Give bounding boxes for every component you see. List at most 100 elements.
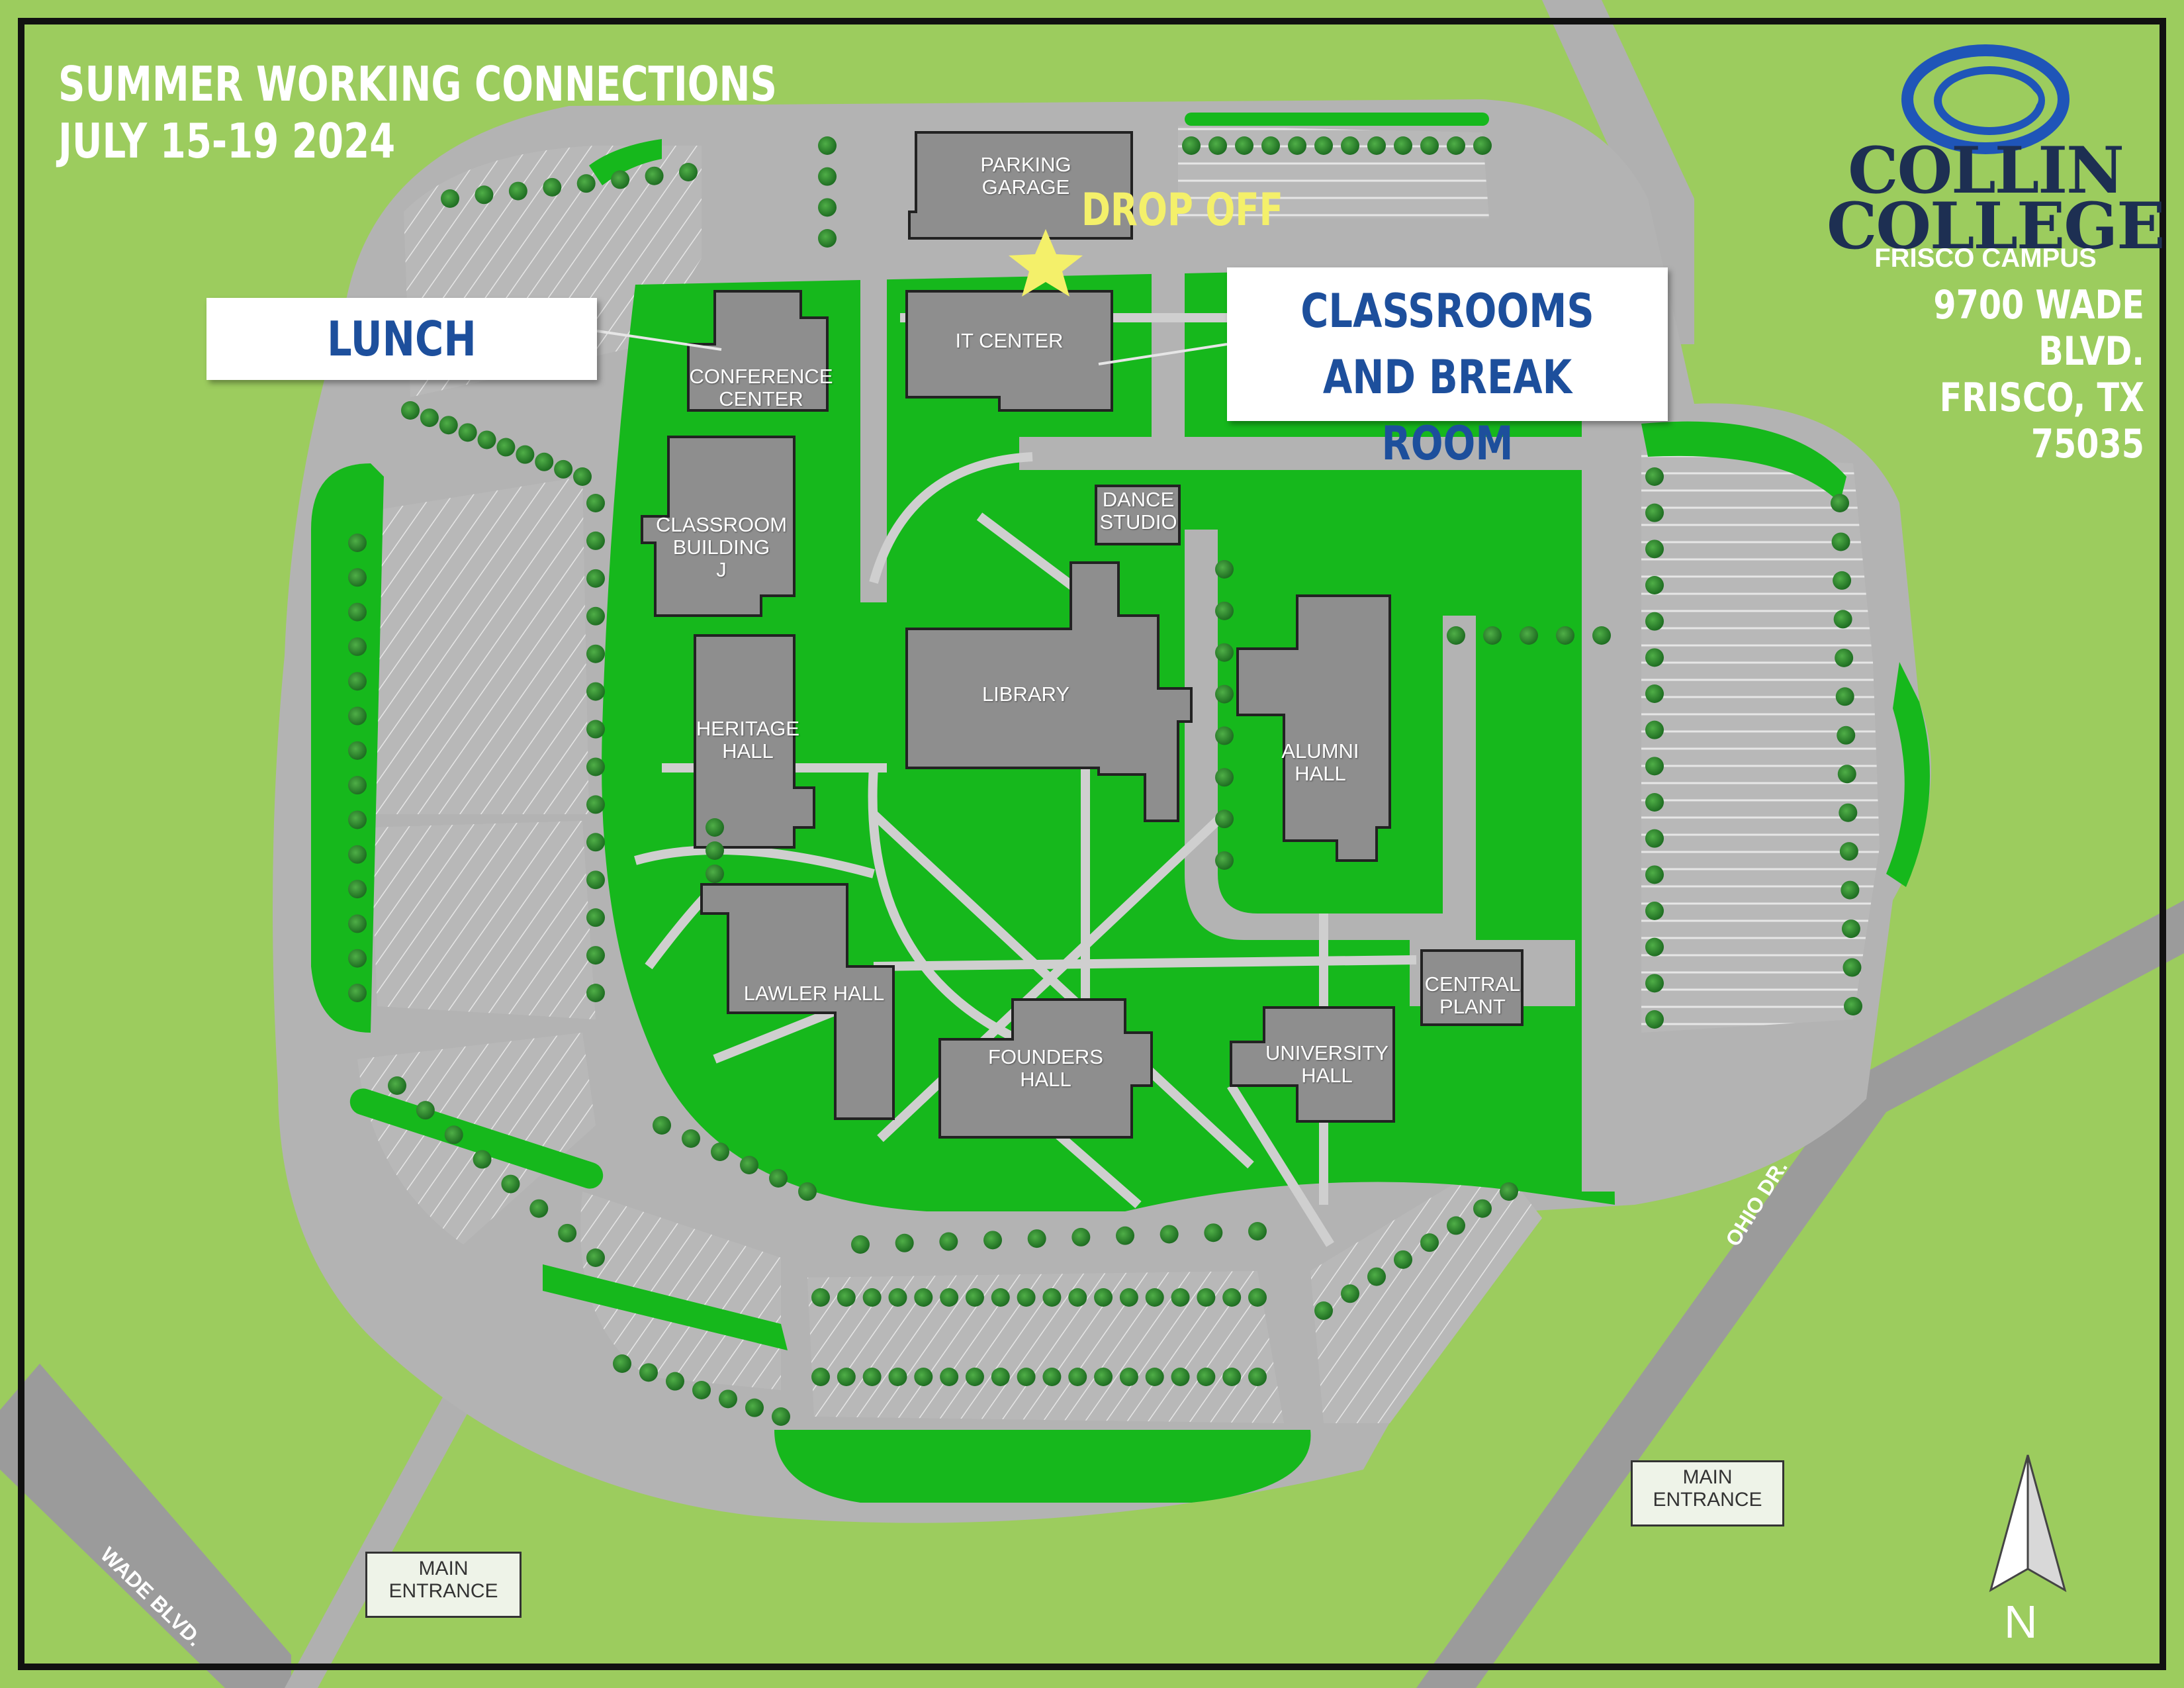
west-main-entrance-label: MAIN ENTRANCE <box>365 1552 522 1618</box>
north-label: N <box>2004 1596 2038 1648</box>
tree <box>1094 1288 1113 1307</box>
tree <box>1017 1368 1036 1386</box>
tree <box>1215 643 1234 662</box>
tree <box>719 1389 737 1409</box>
tree <box>1831 494 1849 512</box>
tree <box>1314 1301 1333 1320</box>
tree <box>348 810 367 829</box>
tree <box>1833 610 1852 629</box>
tree <box>1042 1288 1062 1307</box>
parking-garage-shape <box>908 131 1133 240</box>
tree <box>1314 136 1333 155</box>
tree <box>1160 1225 1179 1244</box>
tree <box>1215 726 1234 745</box>
callout-pointers <box>596 330 1228 365</box>
lawler-hall-shape <box>700 883 895 1120</box>
map-frame <box>18 18 2166 1670</box>
tree <box>1248 1288 1267 1307</box>
tree <box>939 1232 958 1251</box>
college-name: COLLIN COLLEGE <box>1827 133 2165 263</box>
tree <box>1215 768 1234 787</box>
tree <box>888 1368 907 1386</box>
tree <box>1215 684 1234 704</box>
tree <box>1367 1267 1386 1286</box>
buildings <box>641 131 1524 1139</box>
dance-studio-shape <box>1095 485 1181 545</box>
tree <box>740 1156 758 1174</box>
tree <box>348 534 367 552</box>
tree <box>914 1368 933 1386</box>
tree <box>1645 902 1664 920</box>
tree <box>818 136 837 155</box>
tree <box>679 163 698 181</box>
tree <box>1197 1368 1216 1386</box>
tree <box>645 166 664 185</box>
tree <box>611 170 630 189</box>
tree <box>653 1116 671 1135</box>
tree <box>1261 136 1280 155</box>
tree <box>348 880 367 899</box>
tree <box>1248 1222 1267 1241</box>
tree <box>416 1101 435 1120</box>
tree <box>613 1354 631 1373</box>
tree <box>1645 793 1664 812</box>
tree <box>1520 626 1538 645</box>
label-dance-studio: DANCE STUDIO <box>1099 488 1177 534</box>
tree <box>496 438 516 457</box>
tree <box>1841 880 1860 900</box>
tree <box>586 870 605 890</box>
tree <box>1835 687 1854 706</box>
tree <box>439 416 458 435</box>
tree <box>543 177 562 197</box>
tree <box>586 606 605 626</box>
tree <box>1215 851 1234 870</box>
tree <box>1341 1284 1359 1303</box>
tree <box>586 1248 605 1267</box>
tree <box>1645 937 1664 957</box>
tree <box>501 1174 520 1194</box>
tree <box>837 1368 856 1386</box>
east-main-entrance-label: MAIN ENTRANCE <box>1631 1460 1784 1526</box>
tree <box>1645 865 1664 884</box>
tree <box>1645 720 1664 739</box>
tree <box>348 637 367 656</box>
tree <box>535 452 554 471</box>
tree <box>991 1368 1010 1386</box>
tree <box>798 1182 817 1201</box>
tree <box>895 1233 914 1252</box>
campus-name: FRISCO CAMPUS <box>1874 244 2097 273</box>
tree <box>940 1368 959 1386</box>
tree <box>1215 601 1234 620</box>
tree <box>441 189 459 208</box>
tree <box>1833 571 1852 590</box>
tree <box>1094 1368 1113 1386</box>
trees <box>348 136 1862 1426</box>
tree <box>1447 1216 1465 1235</box>
tree <box>348 568 367 587</box>
tree <box>1119 1368 1138 1386</box>
drop-off-label: DROP OFF <box>1081 184 1283 236</box>
tree <box>965 1368 984 1386</box>
tree <box>1171 1368 1190 1386</box>
tree <box>348 672 367 691</box>
tree <box>348 984 367 1002</box>
tree <box>1208 136 1227 155</box>
it-center-shape <box>905 290 1113 412</box>
event-dates: JULY 15-19 2024 <box>58 113 396 169</box>
tree <box>1367 136 1386 155</box>
label-classroom-building-j: CLASSROOM BUILDING J <box>655 513 788 581</box>
tree <box>1394 136 1412 155</box>
conference-center-shape <box>687 290 829 412</box>
tree <box>1116 1226 1134 1245</box>
tree <box>1483 626 1502 645</box>
tree <box>818 229 837 248</box>
tree <box>586 531 605 550</box>
label-alumni-hall: ALUMNI HALL <box>1281 739 1359 785</box>
tree <box>1447 626 1465 645</box>
tree <box>348 741 367 760</box>
tree <box>516 445 535 464</box>
tree <box>1248 1368 1267 1386</box>
tree <box>444 1125 463 1145</box>
tree <box>1839 803 1858 822</box>
tree <box>1420 1233 1439 1252</box>
